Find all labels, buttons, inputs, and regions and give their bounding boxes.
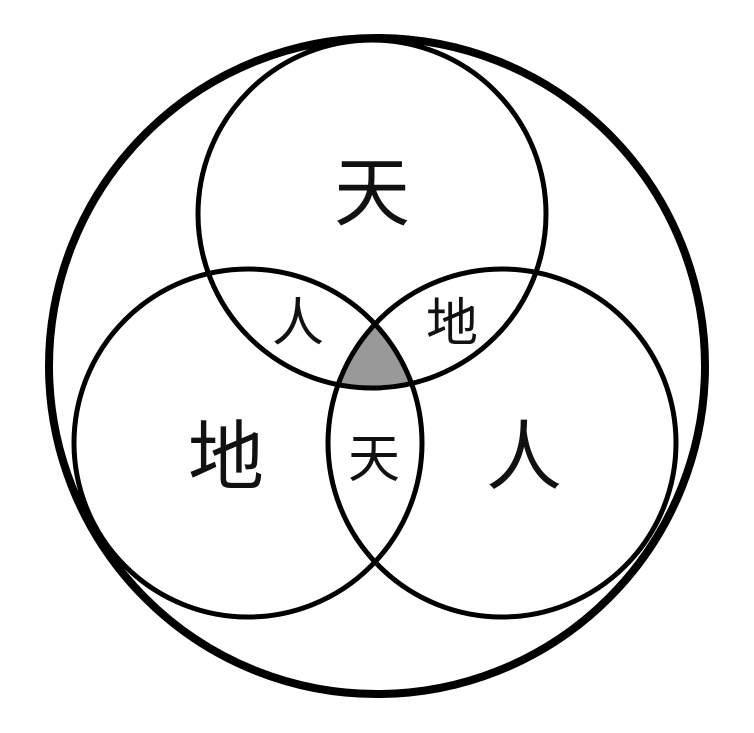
label-left: 地: [188, 413, 264, 502]
label-top-left-overlap: 人: [272, 294, 324, 354]
label-bottom-overlap: 天: [348, 430, 400, 490]
left-circle: [71, 266, 425, 620]
center-overlap-region: [336, 324, 413, 390]
label-top-right-overlap: 地: [426, 294, 478, 354]
top-circle: [195, 37, 549, 391]
label-top: 天: [334, 149, 410, 238]
right-circle: [325, 266, 679, 620]
label-right: 人: [486, 413, 562, 502]
